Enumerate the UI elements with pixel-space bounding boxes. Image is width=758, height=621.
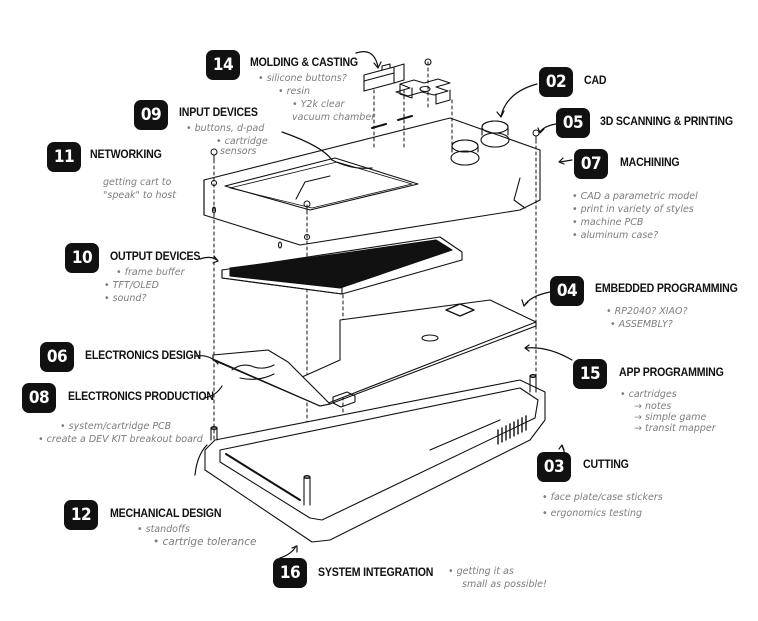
badge-09: 09 [134,100,168,130]
note-line: "speak" to host [103,190,176,201]
notes-system-integration: • getting it as small as possible! [448,565,547,591]
title-networking: NETWORKING [90,149,162,161]
standoffs [210,373,537,506]
d-pad-part [395,58,451,105]
note-line: • TFT/OLED [104,280,159,291]
note-line: • CAD a parametric model [572,191,698,202]
badge-11: 11 [47,142,81,172]
note-line: • RP2040? XIAO? [606,306,688,317]
note-line: • getting it as [448,566,514,577]
title-app-programming: APP PROGRAMMING [619,367,724,379]
title-cutting: CUTTING [583,459,629,471]
title-mechanical-design: MECHANICAL DESIGN [110,508,222,520]
note-line: getting cart to [103,177,172,188]
note-line: • sound? [104,293,147,304]
display-panel [221,236,463,295]
note-line: • create a DEV KIT breakout board [38,434,203,445]
badge-08: 08 [22,383,56,413]
notes-app-programming: • cartridges → notes → simple game → tra… [620,388,716,434]
note-line: • cartridges [620,389,677,400]
note-line: • ergonomics testing [542,508,643,519]
notes-input-devices: • buttons, d-pad • cartridge sensors [186,122,268,158]
title-machining: MACHINING [620,157,680,169]
note-line: • face plate/case stickers [542,492,663,503]
bottom-case [204,373,546,543]
note-line: • resin [278,86,310,97]
usb-connector [332,391,356,408]
vent-grille [497,415,527,445]
top-shell [203,115,541,249]
title-cad: CAD [584,75,607,87]
note-line: • frame buffer [116,267,185,278]
note-line: → notes [634,401,672,412]
title-output-devices: OUTPUT DEVICES [110,251,201,263]
badge-15: 15 [573,359,607,389]
title-3d-scanning-printing: 3D SCANNING & PRINTING [600,116,733,128]
note-line: → transit mapper [634,423,716,434]
note-line: • Y2k clear [292,99,345,110]
badge-06: 06 [40,342,74,372]
note-line: • system/cartridge PCB [60,421,172,432]
note-line: • cartrige tolerance [153,536,257,548]
notes-embedded-programming: • RP2040? XIAO? • ASSEMBLY? [606,305,688,331]
note-line: • ASSEMBLY? [610,319,673,330]
note-line: • print in variety of styles [572,204,694,215]
badge-05: 05 [556,108,590,138]
note-line: → simple game [634,412,707,423]
badge-04: 04 [550,276,584,306]
notes-cutting: • face plate/case stickers • ergonomics … [542,490,663,522]
badge-02: 02 [539,67,573,97]
title-molding-casting: MOLDING & CASTING [250,57,358,69]
note-line: • buttons, d-pad [186,123,265,134]
microcontroller-chip [445,303,475,317]
title-embedded-programming: EMBEDDED PROGRAMMING [595,283,738,295]
screws [210,129,540,215]
note-line: small as possible! [462,579,547,590]
note-line: sensors [220,146,257,157]
main-pcb [212,299,537,408]
note-line: • silicone buttons? [258,73,347,84]
title-electronics-production: ELECTRONICS PRODUCTION [68,391,214,403]
silicone-buttons-part [363,63,405,92]
badge-07: 07 [574,149,608,179]
callout-arrows [194,51,573,559]
notes-networking: getting cart to "speak" to host [103,176,176,202]
badge-14: 14 [206,50,240,80]
notes-mechanical-design: • standoffs • cartrige tolerance [137,523,256,549]
badge-10: 10 [65,243,99,273]
title-input-devices: INPUT DEVICES [179,107,258,119]
badge-03: 03 [537,452,571,482]
notes-molding-casting: • silicone buttons? • resin • Y2k clear … [258,72,375,124]
note-line: • cartridge [216,136,268,147]
notes-output-devices: • frame buffer • TFT/OLED • sound? [104,266,184,305]
note-line: • machine PCB [572,217,644,228]
note-line: vacuum chamber [292,112,376,123]
title-system-integration: SYSTEM INTEGRATION [318,567,434,579]
notes-machining: • CAD a parametric model • print in vari… [572,190,698,242]
badge-12: 12 [64,500,98,530]
notes-electronics-production: • system/cartridge PCB • create a DEV KI… [38,420,203,446]
badge-16: 16 [273,558,307,588]
note-line: • standoffs [137,524,190,535]
title-electronics-design: ELECTRONICS DESIGN [85,350,202,362]
note-line: • aluminum case? [572,230,659,241]
